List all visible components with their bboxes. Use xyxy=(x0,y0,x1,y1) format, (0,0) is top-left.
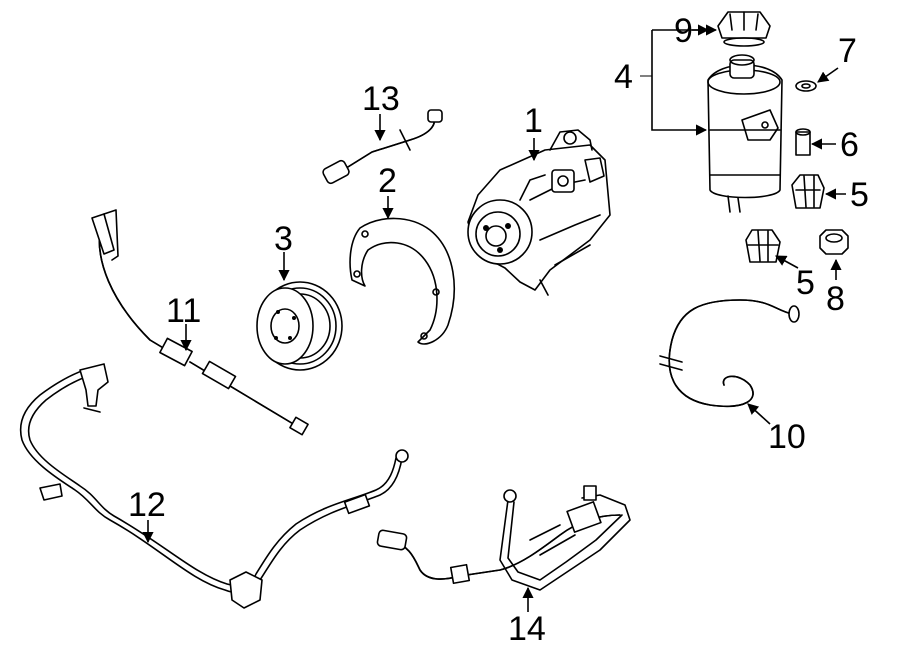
suction-hose-icon xyxy=(322,109,443,185)
callout-9: 9 xyxy=(674,12,693,50)
leader-lines xyxy=(142,24,846,612)
callout-14: 14 xyxy=(508,610,546,648)
pressure-hose-icon xyxy=(91,209,309,436)
cooler-line-icon xyxy=(19,363,409,609)
reservoir-icon xyxy=(640,24,783,213)
callout-8: 8 xyxy=(826,280,845,318)
reservoir-cap-icon xyxy=(717,11,771,47)
spacer-icon xyxy=(795,128,811,156)
return-hose-icon xyxy=(659,299,800,408)
return-line-assembly-icon xyxy=(376,485,631,591)
power-steering-pump-icon xyxy=(467,129,611,296)
bracket-cushion-icon-lower xyxy=(745,229,781,263)
nut-icon xyxy=(819,229,849,255)
callout-5a: 5 xyxy=(850,176,869,214)
heat-shield-icon xyxy=(349,217,456,345)
callout-6: 6 xyxy=(840,126,859,164)
callout-labels: 1 2 3 4 5 5 6 7 8 9 10 11 12 13 14 xyxy=(128,12,869,648)
washer-icon xyxy=(795,80,817,92)
callout-4: 4 xyxy=(614,58,633,96)
callout-12: 12 xyxy=(128,486,166,524)
bracket-cushion-icon xyxy=(791,174,825,209)
callout-10: 10 xyxy=(768,418,806,456)
callout-1: 1 xyxy=(524,102,543,140)
callout-7: 7 xyxy=(838,32,857,70)
callout-3: 3 xyxy=(274,220,293,258)
pulley-icon xyxy=(256,281,343,371)
callout-5b: 5 xyxy=(796,264,815,302)
callout-13: 13 xyxy=(362,80,400,118)
callout-11: 11 xyxy=(166,292,201,330)
callout-2: 2 xyxy=(378,162,397,200)
